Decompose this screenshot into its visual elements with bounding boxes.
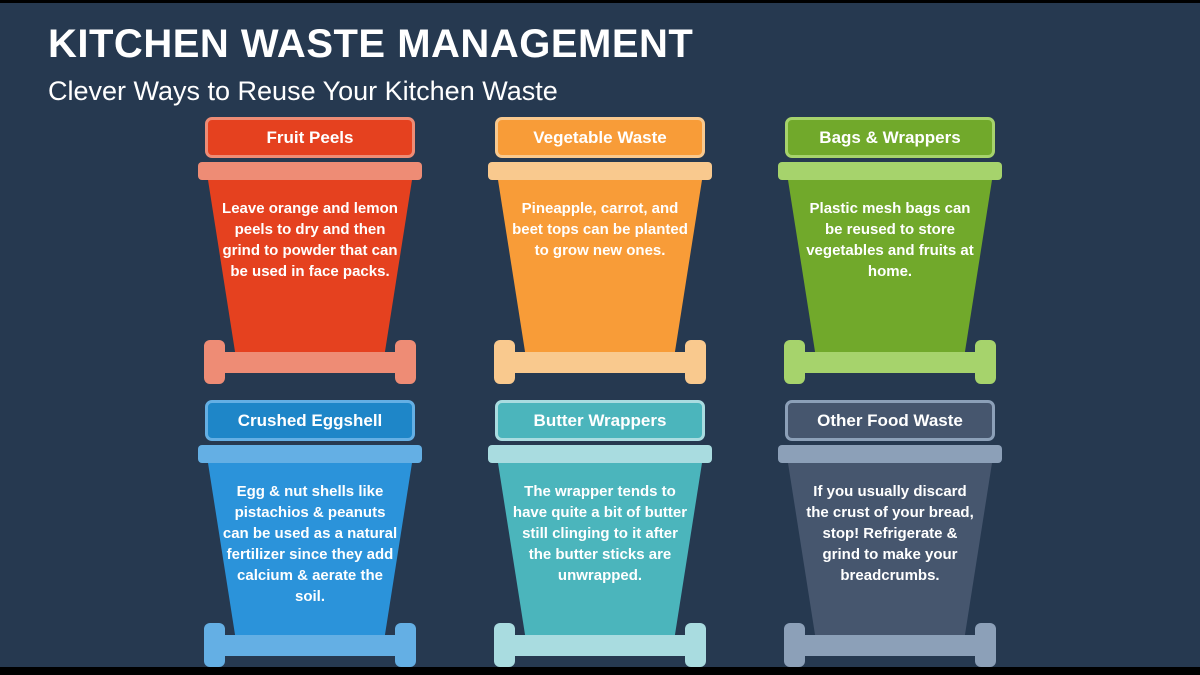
bin-body: If you usually discard the crust of your… [788,463,992,638]
bin-base-right-cap [975,623,996,667]
bin-header: Fruit Peels [205,117,415,158]
bins-grid: Fruit Peels Leave orange and lemon peels… [198,117,1002,667]
bin-rim [198,162,422,180]
bin-bags-wrappers: Bags & Wrappers Plastic mesh bags can be… [778,117,1002,384]
bin-base-bar [794,635,986,656]
bin-header: Butter Wrappers [495,400,705,441]
bottom-letterbox-strip [0,667,1200,675]
bin-title: Vegetable Waste [533,127,667,147]
bin-butter-wrappers: Butter Wrappers The wrapper tends to hav… [488,400,712,667]
page-title: KITCHEN WASTE MANAGEMENT [48,22,694,66]
bin-header: Bags & Wrappers [785,117,995,158]
bin-rim [778,445,1002,463]
bin-title: Crushed Eggshell [237,410,383,430]
bin-body: The wrapper tends to have quite a bit of… [498,463,702,638]
bin-body: Egg & nut shells like pistachios & peanu… [208,463,412,638]
bin-rim [488,445,712,463]
bin-base-right-cap [395,623,416,667]
bin-base [204,623,416,667]
bin-base-bar [214,352,406,373]
bin-header: Vegetable Waste [495,117,705,158]
bin-fruit-peels: Fruit Peels Leave orange and lemon peels… [198,117,422,384]
bin-base [784,623,996,667]
bin-crushed-eggshell: Crushed Eggshell Egg & nut shells like p… [198,400,422,667]
bin-description: The wrapper tends to have quite a bit of… [512,483,688,584]
bin-base [784,340,996,384]
bin-base-bar [794,352,986,373]
bin-base-right-cap [685,623,706,667]
bin-description: Pineapple, carrot, and beet tops can be … [512,200,688,259]
bin-rim [778,162,1002,180]
bin-title: Butter Wrappers [533,410,667,430]
bin-header: Crushed Eggshell [205,400,415,441]
bin-base-right-cap [685,340,706,384]
bin-description: If you usually discard the crust of your… [806,483,974,584]
bin-base [494,623,706,667]
bin-base-bar [504,352,696,373]
title-block: KITCHEN WASTE MANAGEMENT Clever Ways to … [48,20,693,108]
bin-title: Other Food Waste [817,410,963,430]
top-letterbox-strip [0,0,1200,3]
bin-description: Egg & nut shells like pistachios & peanu… [222,483,398,605]
bin-body: Leave orange and lemon peels to dry and … [208,180,412,355]
bin-body: Plastic mesh bags can be reused to store… [788,180,992,355]
bin-title: Fruit Peels [266,127,354,147]
bin-header: Other Food Waste [785,400,995,441]
bin-body: Pineapple, carrot, and beet tops can be … [498,180,702,355]
bin-description: Leave orange and lemon peels to dry and … [222,200,398,280]
bin-base-bar [214,635,406,656]
bin-base-right-cap [395,340,416,384]
bin-vegetable-waste: Vegetable Waste Pineapple, carrot, and b… [488,117,712,384]
bin-base [204,340,416,384]
bin-rim [198,445,422,463]
bin-title: Bags & Wrappers [819,127,961,147]
bin-description: Plastic mesh bags can be reused to store… [806,200,974,280]
bin-other-food-waste: Other Food Waste If you usually discard … [778,400,1002,667]
bin-base-bar [504,635,696,656]
bin-base-right-cap [975,340,996,384]
bin-rim [488,162,712,180]
page-subtitle: Clever Ways to Reuse Your Kitchen Waste [48,76,558,106]
bin-base [494,340,706,384]
